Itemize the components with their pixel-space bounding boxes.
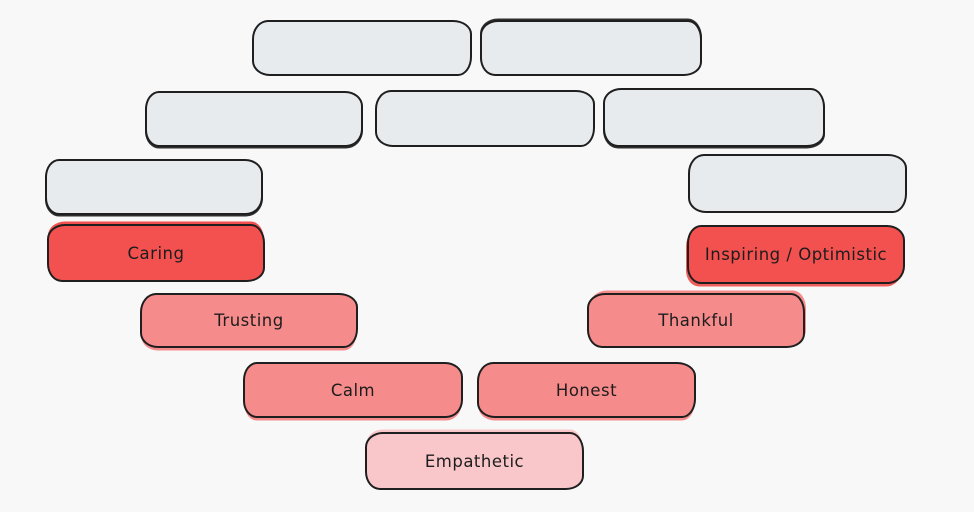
shape-inspiring-optimistic[interactable]: Inspiring / Optimistic <box>687 225 905 284</box>
shape-empty-4[interactable] <box>375 90 595 147</box>
shape-label: Caring <box>127 243 185 263</box>
shape-label: Calm <box>330 380 376 400</box>
shape-thankful[interactable]: Thankful <box>587 293 805 348</box>
shape-calm[interactable]: Calm <box>243 362 463 418</box>
shape-empathetic[interactable]: Empathetic <box>365 432 584 490</box>
shape-label: Inspiring / Optimistic <box>704 245 888 264</box>
shape-trusting[interactable]: Trusting <box>140 293 358 348</box>
shape-empty-6[interactable] <box>45 159 263 215</box>
shape-label: Honest <box>555 380 618 400</box>
shape-label: Thankful <box>658 311 734 330</box>
shape-empty-7[interactable] <box>688 154 907 213</box>
shape-honest[interactable]: Honest <box>477 362 696 418</box>
shape-empty-5[interactable] <box>603 88 825 147</box>
shape-empty-3[interactable] <box>145 91 363 147</box>
shape-label: Empathetic <box>424 451 525 471</box>
shape-caring[interactable]: Caring <box>47 224 265 282</box>
shape-label: Trusting <box>214 311 284 330</box>
shape-empty-1[interactable] <box>252 20 472 76</box>
shape-empty-2[interactable] <box>480 20 702 76</box>
